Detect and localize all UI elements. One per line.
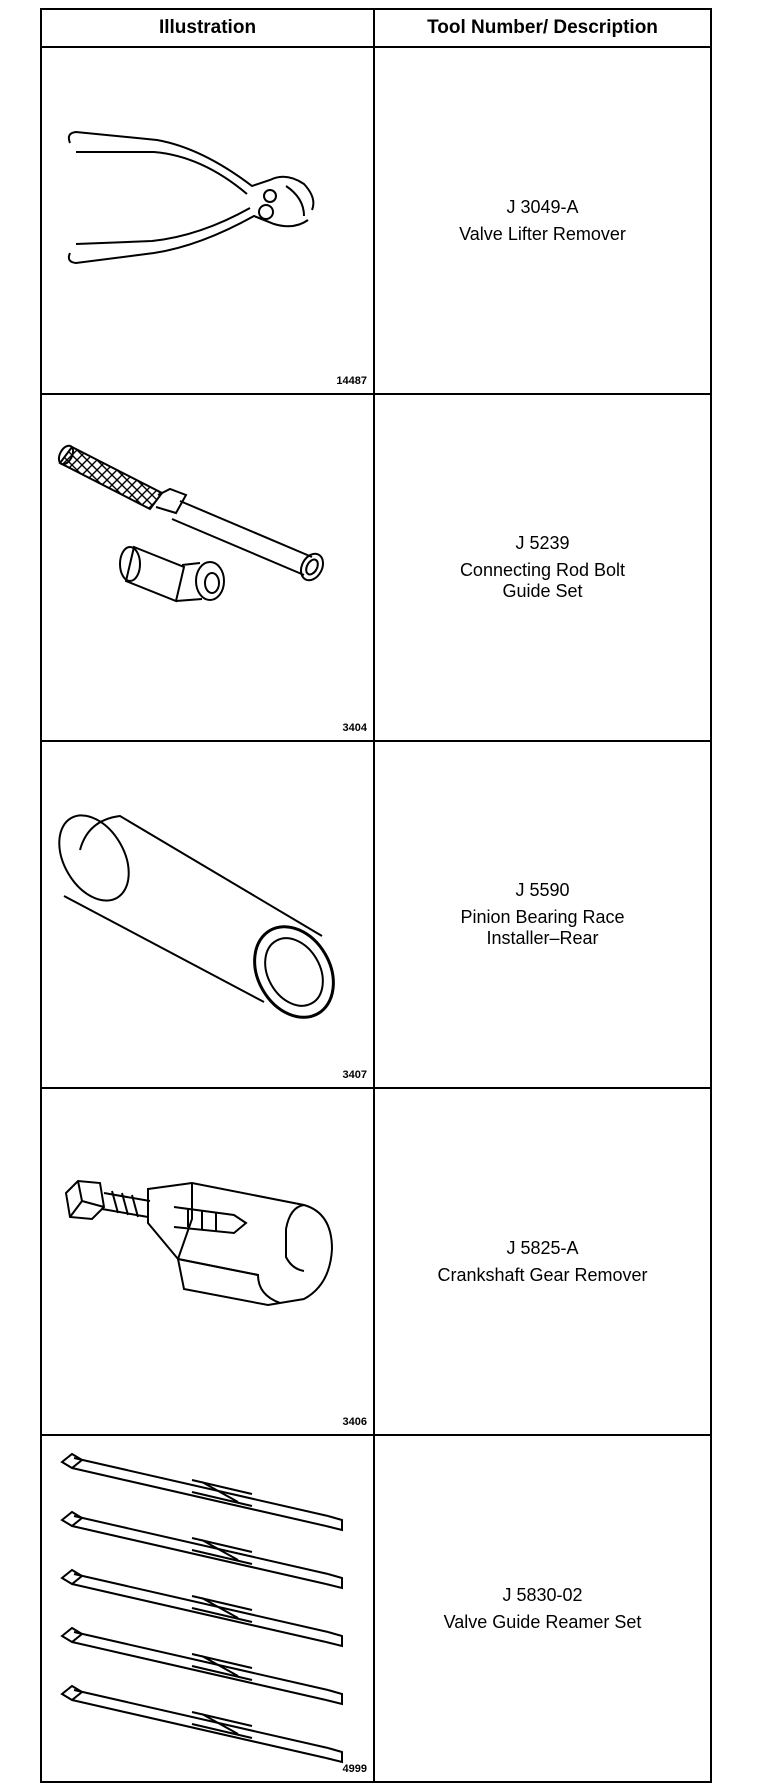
bolt-guide-set-icon: [57, 444, 325, 603]
tool-number: J 5830-02: [502, 1584, 583, 1605]
tool-table: Illustration Tool Number/ Description 14…: [40, 8, 712, 1783]
table-row: 3407 J 5590 Pinion Bearing Race Installe…: [40, 740, 712, 1089]
tool-description: Crankshaft Gear Remover: [437, 1264, 648, 1285]
bearing-race-installer-icon: [58, 814, 335, 1019]
illustration-cell: 3404: [40, 393, 375, 742]
tool-description: Valve Guide Reamer Set: [443, 1611, 642, 1632]
table-row: 4999 J 5830-02 Valve Guide Reamer Set: [40, 1434, 712, 1783]
tool-number: J 5239: [515, 533, 570, 553]
figure-number: 3404: [342, 722, 367, 734]
figure-number: 3407: [342, 1069, 367, 1081]
pliers-icon: [67, 130, 315, 265]
gear-puller-icon: [64, 1179, 334, 1307]
description-cell: J 5830-02 Valve Guide Reamer Set: [373, 1434, 712, 1783]
table-row: 3406 J 5825-A Crankshaft Gear Remover: [40, 1087, 712, 1436]
description-cell: J 5590 Pinion Bearing Race Installer–Rea…: [373, 740, 712, 1089]
description-cell: J 5825-A Crankshaft Gear Remover: [373, 1087, 712, 1436]
reamer-set-icon: [60, 1452, 343, 1764]
table-header-row: Illustration Tool Number/ Description: [40, 8, 712, 48]
illustration-cell: 14487: [40, 46, 375, 395]
tool-number: J 5825-A: [506, 1237, 579, 1258]
illustration-cell: 3407: [40, 740, 375, 1089]
illustration-cell: 3406: [40, 1087, 375, 1436]
figure-number: 14487: [336, 375, 367, 387]
tool-description: Valve Lifter Remover: [459, 223, 626, 244]
tool-number: J 5590: [515, 880, 570, 900]
figure-number: 3406: [342, 1416, 367, 1428]
table-row: 3404 J 5239 Connecting Rod Bolt Guide Se…: [40, 393, 712, 742]
tool-description: Pinion Bearing Race Installer–Rear: [460, 907, 625, 948]
tool-description: Connecting Rod Bolt Guide Set: [459, 560, 626, 601]
description-header: Tool Number/ Description: [373, 8, 712, 48]
table-row: 14487 J 3049-A Valve Lifter Remover: [40, 46, 712, 395]
illustration-cell: 4999: [40, 1434, 375, 1783]
description-cell: J 5239 Connecting Rod Bolt Guide Set: [373, 393, 712, 742]
description-cell: J 3049-A Valve Lifter Remover: [373, 46, 712, 395]
tool-number: J 3049-A: [506, 196, 579, 217]
illustration-header: Illustration: [40, 8, 375, 48]
figure-number: 4999: [342, 1763, 367, 1775]
